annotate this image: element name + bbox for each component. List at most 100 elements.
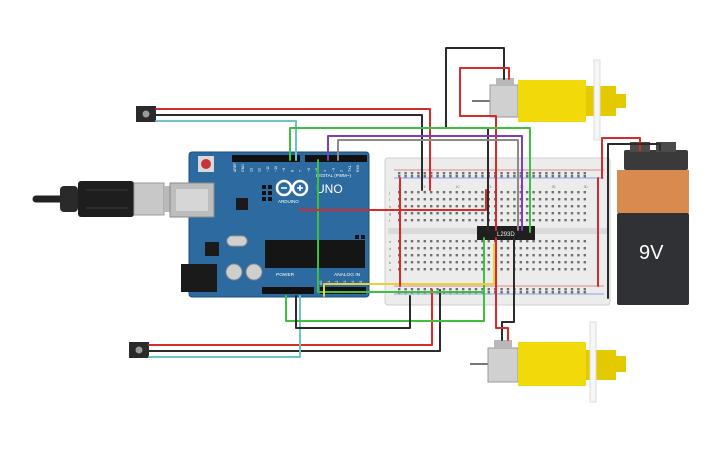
breadboard-hole[interactable] [455,268,458,271]
breadboard-hole[interactable] [577,240,580,243]
breadboard-hole[interactable] [564,212,567,215]
breadboard-hole[interactable] [468,198,471,201]
breadboard-hole[interactable] [570,172,574,175]
breadboard-hole[interactable] [423,212,426,215]
breadboard-hole[interactable] [481,191,484,194]
breadboard-hole[interactable] [583,172,586,175]
breadboard-hole[interactable] [519,198,522,201]
breadboard-hole[interactable] [564,291,567,294]
breadboard-hole[interactable] [481,240,484,243]
breadboard-hole[interactable] [500,198,503,201]
breadboard-hole[interactable] [526,288,529,291]
breadboard-hole[interactable] [455,261,458,264]
breadboard-hole[interactable] [570,247,574,250]
breadboard-hole[interactable] [564,247,567,250]
breadboard-hole[interactable] [430,205,433,208]
breadboard-hole[interactable] [462,212,465,215]
breadboard-hole[interactable] [564,198,567,201]
breadboard-hole[interactable] [526,291,529,294]
breadboard-hole[interactable] [410,205,414,208]
breadboard-hole[interactable] [487,240,490,243]
breadboard-hole[interactable] [558,219,561,222]
breadboard-hole[interactable] [462,198,465,201]
breadboard-hole[interactable] [570,175,574,178]
breadboard-hole[interactable] [538,247,542,250]
breadboard-hole[interactable] [532,219,535,222]
breadboard-hole[interactable] [410,175,414,178]
breadboard-hole[interactable] [468,175,471,178]
breadboard-hole[interactable] [474,247,478,250]
breadboard-hole[interactable] [545,291,548,294]
breadboard-hole[interactable] [506,219,510,222]
breadboard-hole[interactable] [449,205,452,208]
breadboard-hole[interactable] [430,212,433,215]
breadboard-hole[interactable] [558,172,561,175]
breadboard-hole[interactable] [436,198,439,201]
breadboard-hole[interactable] [506,268,510,271]
breadboard-hole[interactable] [583,212,586,215]
breadboard-hole[interactable] [506,291,510,294]
arduino-uno-board[interactable]: UNO ARDUINO DIGITAL (PWM~) ANALOG IN POW… [169,151,370,298]
breadboard-hole[interactable] [526,198,529,201]
breadboard-hole[interactable] [545,254,548,257]
breadboard-hole[interactable] [481,198,484,201]
breadboard-hole[interactable] [564,219,567,222]
breadboard-hole[interactable] [532,268,535,271]
breadboard-hole[interactable] [545,205,548,208]
breadboard-hole[interactable] [564,175,567,178]
breadboard-hole[interactable] [442,198,446,201]
breadboard-hole[interactable] [583,247,586,250]
breadboard-hole[interactable] [462,268,465,271]
breadboard-hole[interactable] [532,288,535,291]
breadboard-hole[interactable] [513,212,516,215]
breadboard-hole[interactable] [506,198,510,201]
breadboard-hole[interactable] [532,240,535,243]
breadboard-hole[interactable] [558,205,561,208]
breadboard-hole[interactable] [564,240,567,243]
breadboard-hole[interactable] [513,198,516,201]
breadboard-hole[interactable] [551,261,554,264]
breadboard-hole[interactable] [532,261,535,264]
breadboard-hole[interactable] [506,172,510,175]
breadboard-hole[interactable] [526,268,529,271]
breadboard-hole[interactable] [449,288,452,291]
breadboard-hole[interactable] [532,191,535,194]
breadboard-hole[interactable] [500,175,503,178]
breadboard-hole[interactable] [417,288,420,291]
breadboard-hole[interactable] [526,205,529,208]
breadboard-hole[interactable] [506,261,510,264]
breadboard-hole[interactable] [449,172,452,175]
breadboard-hole[interactable] [449,212,452,215]
breadboard-hole[interactable] [545,247,548,250]
ir-sensor-bottom[interactable] [129,342,149,358]
breadboard-hole[interactable] [462,254,465,257]
breadboard-hole[interactable] [474,288,478,291]
breadboard-hole[interactable] [519,254,522,257]
breadboard-hole[interactable] [577,254,580,257]
breadboard-hole[interactable] [481,205,484,208]
breadboard-hole[interactable] [570,191,574,194]
dc-motor-bottom[interactable] [470,321,626,403]
breadboard-hole[interactable] [551,247,554,250]
breadboard-hole[interactable] [545,172,548,175]
breadboard-hole[interactable] [417,219,420,222]
breadboard-hole[interactable] [532,205,535,208]
breadboard-hole[interactable] [474,219,478,222]
breadboard-hole[interactable] [455,247,458,250]
breadboard-hole[interactable] [506,254,510,257]
breadboard-hole[interactable] [430,175,433,178]
breadboard-hole[interactable] [442,172,446,175]
breadboard-hole[interactable] [564,261,567,264]
breadboard-hole[interactable] [526,172,529,175]
breadboard-hole[interactable] [481,247,484,250]
breadboard-hole[interactable] [462,247,465,250]
breadboard-hole[interactable] [545,191,548,194]
breadboard-hole[interactable] [455,288,458,291]
breadboard-hole[interactable] [430,288,433,291]
breadboard-hole[interactable] [436,254,439,257]
breadboard-hole[interactable] [577,198,580,201]
breadboard-hole[interactable] [442,247,446,250]
breadboard-hole[interactable] [500,219,503,222]
breadboard-hole[interactable] [436,212,439,215]
breadboard-hole[interactable] [468,261,471,264]
